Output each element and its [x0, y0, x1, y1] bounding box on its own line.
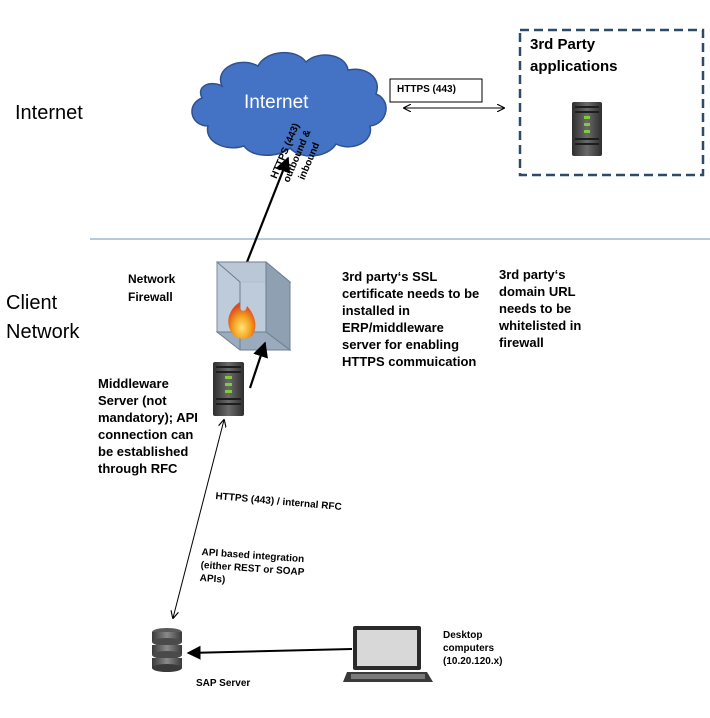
desktop-label: Desktop computers (10.20.120.x)	[443, 630, 503, 667]
third-party-box	[518, 28, 705, 177]
sap-server-label: SAP Server	[196, 678, 251, 689]
third-party-title: 3rd Party applications	[530, 34, 618, 78]
zone-label-network: Network	[6, 321, 80, 343]
cloud-label: Internet	[244, 92, 309, 113]
server-tower-icon	[213, 362, 244, 416]
https-label-box	[389, 78, 483, 103]
desktop-sap-arrow	[186, 645, 353, 660]
api-integration-label: API based integration (either REST or SO…	[199, 546, 305, 586]
third-party-title-line1: 3rd Party	[530, 36, 596, 53]
firewall-label: Network Firewall	[128, 272, 176, 304]
middleware-label: Middleware Server (not mandatory); API c…	[98, 376, 198, 476]
zone-label-client: Client	[6, 292, 58, 314]
ssl-certificate-note: 3rd party‘s SSL certificate needs to be …	[342, 269, 480, 369]
third-party-title-line2: applications	[530, 58, 618, 75]
firewall-internet-arrow	[245, 156, 291, 263]
laptop-icon	[343, 626, 433, 682]
firewall-flame-icon	[215, 260, 292, 351]
middleware-firewall-arrow	[248, 341, 268, 389]
https-box-label: HTTPS (443)	[397, 84, 456, 95]
sap-middleware-arrow	[173, 420, 224, 618]
zone-label-internet: Internet	[15, 102, 83, 124]
database-cylinder-icon	[152, 628, 182, 672]
domain-whitelist-note: 3rd party‘s domain URL needs to be white…	[499, 267, 582, 350]
server-tower-icon	[572, 102, 602, 156]
cloud-icon	[191, 51, 387, 157]
